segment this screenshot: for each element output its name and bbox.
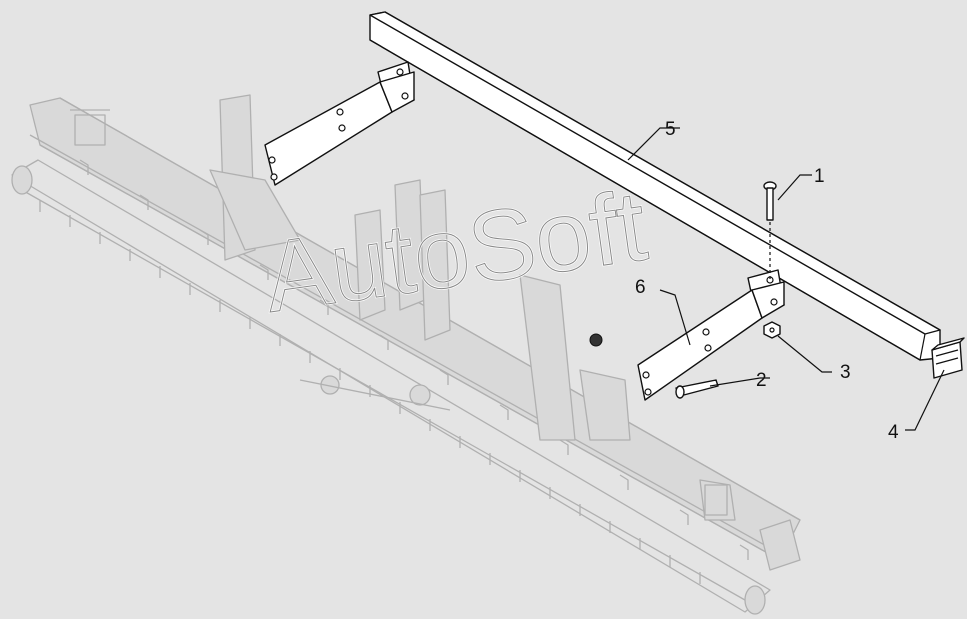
part-1-bolt bbox=[763, 181, 777, 282]
ghost-roller-frame bbox=[11, 94, 801, 615]
rear-mounting-bracket bbox=[264, 61, 415, 186]
callout-4: 4 bbox=[888, 422, 899, 443]
callout-2: 2 bbox=[756, 370, 767, 391]
callout-6: 6 bbox=[635, 277, 646, 298]
watermark-logo: AutoSoft AutoSoft bbox=[256, 168, 654, 335]
part-6-mounting-bracket bbox=[637, 269, 785, 401]
part-4-end-cap bbox=[931, 337, 965, 379]
part-5-square-tube-beam bbox=[369, 11, 941, 361]
callout-3: 3 bbox=[840, 362, 851, 383]
callout-1: 1 bbox=[814, 166, 825, 187]
part-2-bolt bbox=[675, 379, 719, 399]
part-3-nut bbox=[763, 321, 781, 339]
leader-lines bbox=[627, 127, 945, 431]
svg-text:AutoSoft: AutoSoft bbox=[257, 169, 653, 333]
callout-5: 5 bbox=[665, 119, 676, 140]
